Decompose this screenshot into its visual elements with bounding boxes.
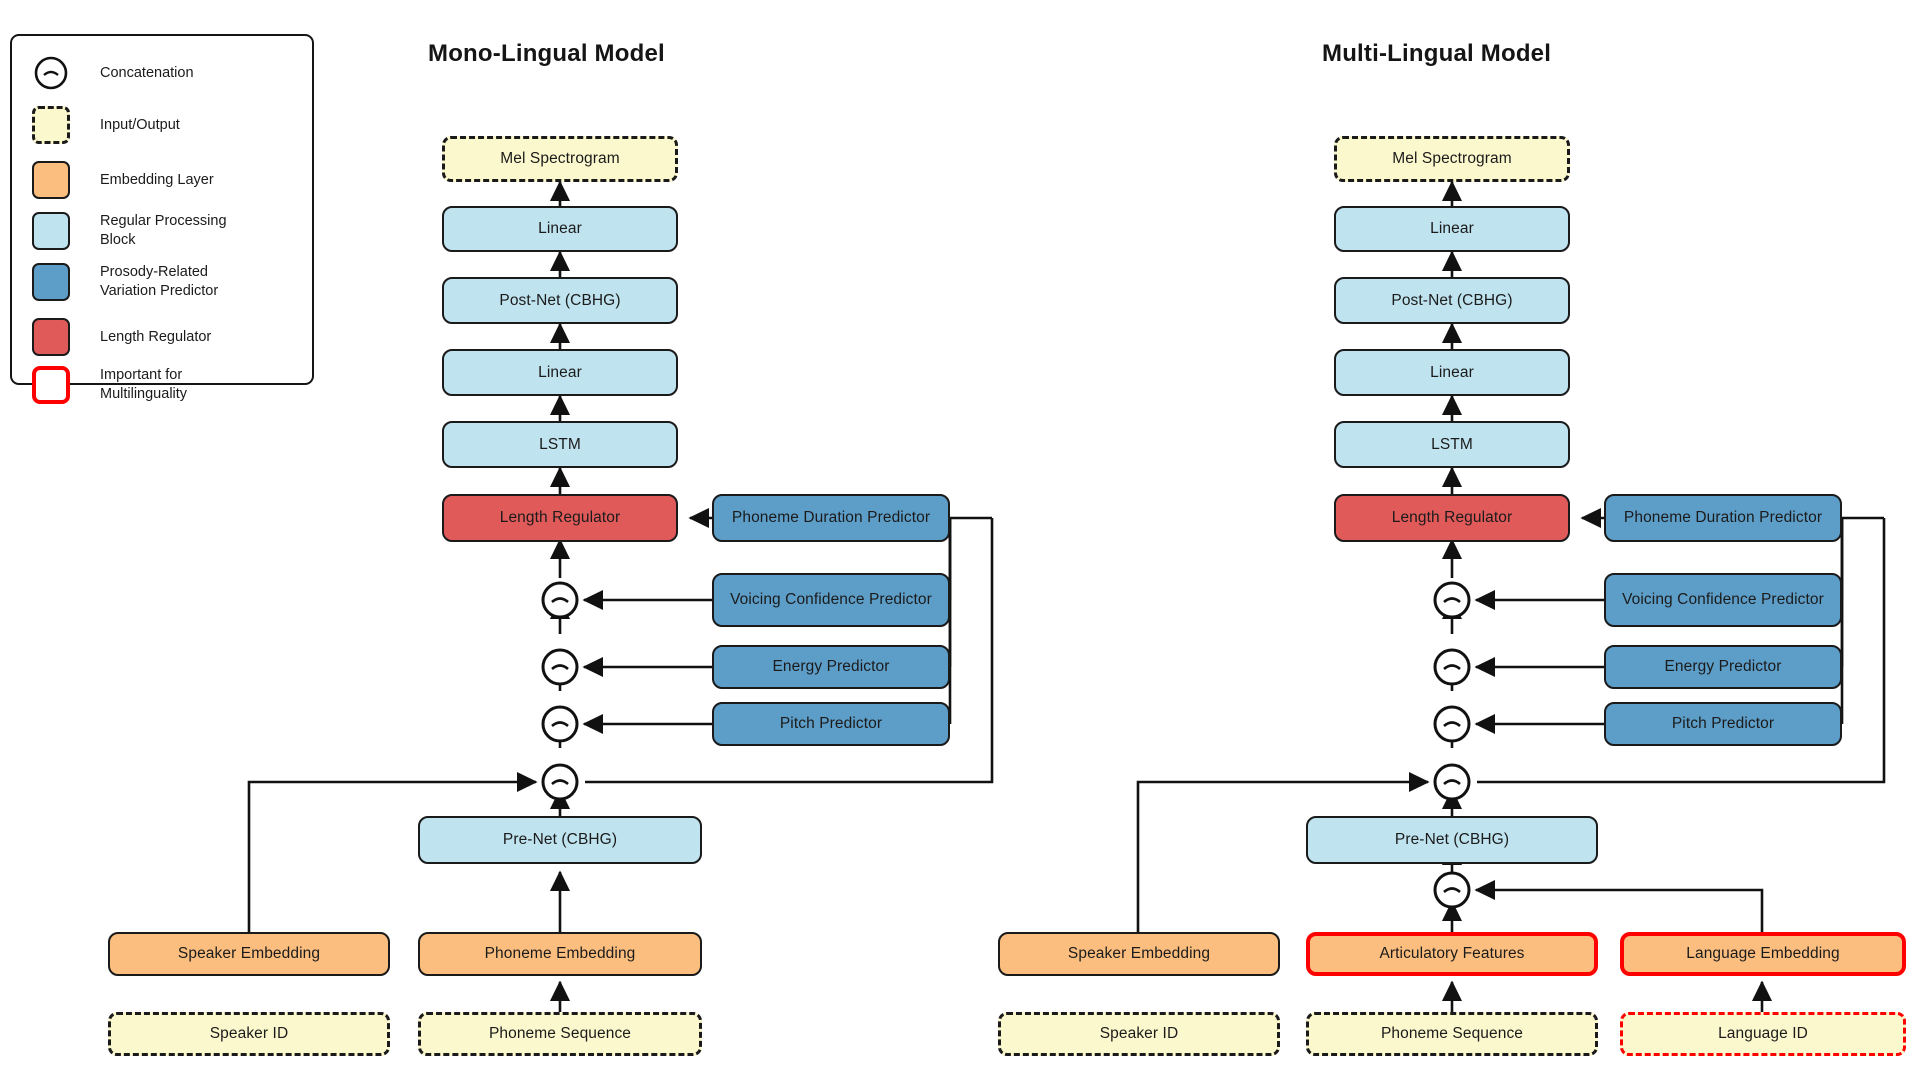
- multi-length-regulator[interactable]: Length Regulator: [1334, 494, 1570, 542]
- legend-label: Important for Multilinguality: [100, 367, 188, 402]
- legend-label: Concatenation: [100, 64, 194, 81]
- mono-length-regulator[interactable]: Length Regulator: [442, 494, 678, 542]
- legend-label: Length Regulator: [100, 328, 212, 345]
- legend-label: Regular Processing Block: [100, 213, 227, 248]
- mono-post-net[interactable]: Post-Net (CBHG): [442, 277, 678, 324]
- multi-speaker-embedding[interactable]: Speaker Embedding: [998, 932, 1280, 976]
- legend-item-embedding-layer: Embedding Layer: [32, 161, 214, 199]
- legend-item-length-regulator: Length Regulator: [32, 318, 211, 356]
- mono-linear-top[interactable]: Linear: [442, 206, 678, 252]
- multi-post-net[interactable]: Post-Net (CBHG): [1334, 277, 1570, 324]
- legend-label: Prosody-Related Variation Predictor: [100, 264, 219, 299]
- embedding-swatch: [32, 161, 70, 199]
- legend-panel: Concatenation Input/Output Embedding Lay…: [10, 34, 314, 404]
- multi-energy-predictor[interactable]: Energy Predictor: [1604, 645, 1842, 689]
- legend-label: Input/Output: [100, 116, 180, 133]
- mono-phoneme-sequence[interactable]: Phoneme Sequence: [418, 1012, 702, 1056]
- concatenation-nodes: [541, 581, 1471, 909]
- multi-phoneme-duration-predictor[interactable]: Phoneme Duration Predictor: [1604, 494, 1842, 542]
- processing-swatch: [32, 212, 70, 250]
- multi-language-id[interactable]: Language ID: [1620, 1012, 1906, 1056]
- mono-speaker-embedding[interactable]: Speaker Embedding: [108, 932, 390, 976]
- mono-model-title: Mono-Lingual Model: [428, 40, 665, 67]
- variation-predictor-swatch: [32, 263, 70, 301]
- multi-phoneme-sequence[interactable]: Phoneme Sequence: [1306, 1012, 1598, 1056]
- legend-item-input-output: Input/Output: [32, 106, 180, 144]
- mono-mel-spectrogram[interactable]: Mel Spectrogram: [442, 136, 678, 182]
- multi-language-embedding[interactable]: Language Embedding: [1620, 932, 1906, 976]
- legend-item-processing-block: Regular Processing Block: [32, 212, 227, 250]
- mono-phoneme-duration-predictor[interactable]: Phoneme Duration Predictor: [712, 494, 950, 542]
- legend-label: Embedding Layer: [100, 171, 214, 188]
- mono-voicing-confidence-predictor[interactable]: Voicing Confidence Predictor: [712, 573, 950, 627]
- mono-pitch-predictor[interactable]: Pitch Predictor: [712, 702, 950, 746]
- multi-pre-net[interactable]: Pre-Net (CBHG): [1306, 816, 1598, 864]
- highlight-swatch: [32, 366, 70, 404]
- concatenation-icon: [32, 54, 70, 92]
- multi-lstm[interactable]: LSTM: [1334, 421, 1570, 468]
- length-regulator-swatch: [32, 318, 70, 356]
- multi-voicing-confidence-predictor[interactable]: Voicing Confidence Predictor: [1604, 573, 1842, 627]
- legend-item-multilinguality: Important for Multilinguality: [32, 366, 187, 404]
- mono-speaker-id[interactable]: Speaker ID: [108, 1012, 390, 1056]
- mono-pre-net[interactable]: Pre-Net (CBHG): [418, 816, 702, 864]
- legend-item-concatenation: Concatenation: [32, 54, 194, 92]
- mono-phoneme-embedding[interactable]: Phoneme Embedding: [418, 932, 702, 976]
- multi-articulatory-features[interactable]: Articulatory Features: [1306, 932, 1598, 976]
- multi-model-title: Multi-Lingual Model: [1322, 40, 1552, 67]
- io-swatch: [32, 106, 70, 144]
- legend-item-variation-predictor: Prosody-Related Variation Predictor: [32, 263, 218, 301]
- multi-linear-top[interactable]: Linear: [1334, 206, 1570, 252]
- multi-speaker-id[interactable]: Speaker ID: [998, 1012, 1280, 1056]
- mono-energy-predictor[interactable]: Energy Predictor: [712, 645, 950, 689]
- multi-linear-mid[interactable]: Linear: [1334, 349, 1570, 396]
- multi-mel-spectrogram[interactable]: Mel Spectrogram: [1334, 136, 1570, 182]
- mono-lstm[interactable]: LSTM: [442, 421, 678, 468]
- multi-pitch-predictor[interactable]: Pitch Predictor: [1604, 702, 1842, 746]
- mono-linear-mid[interactable]: Linear: [442, 349, 678, 396]
